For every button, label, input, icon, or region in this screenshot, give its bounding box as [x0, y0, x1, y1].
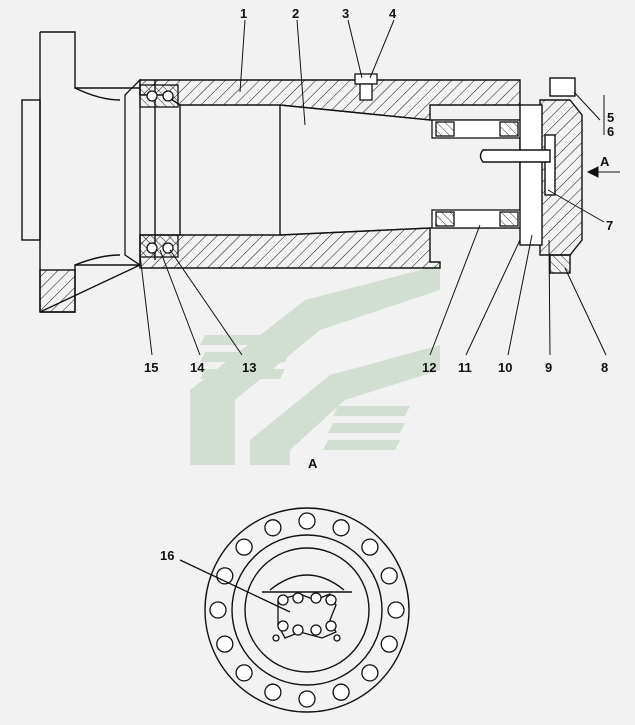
bolt-top	[354, 73, 378, 101]
callout-1: 1	[240, 6, 247, 21]
callout-2: 2	[292, 6, 299, 21]
callout-12: 12	[422, 360, 436, 375]
bolt-hole	[380, 567, 398, 585]
callout-5: 5	[607, 110, 614, 125]
left-flange	[21, 31, 141, 313]
leader-lines	[139, 19, 620, 356]
callout-9: 9	[545, 360, 552, 375]
view-a-bolt-holes	[209, 512, 405, 708]
callout-4: 4	[389, 6, 397, 21]
view-arrow-label: А	[600, 154, 610, 169]
callout-11: 11	[458, 360, 472, 375]
bolt-hole	[380, 635, 398, 653]
bolt-hole	[235, 538, 253, 556]
bolt-hole	[298, 512, 316, 530]
bolt-hole	[209, 601, 227, 619]
callout-labels: 1 2 3 4 5 6 7 8 9 10 11 12 13 14 15 16 А…	[144, 6, 614, 563]
bolt-hole	[298, 690, 316, 708]
bolt-hole	[235, 664, 253, 682]
callout-14: 14	[190, 360, 205, 375]
view-a-flange	[204, 507, 410, 713]
bolt-hole	[264, 519, 282, 537]
section-view-label: А	[308, 456, 318, 471]
callout-3: 3	[342, 6, 349, 21]
callout-10: 10	[498, 360, 512, 375]
bolt-hole	[332, 683, 350, 701]
bearing-right	[431, 119, 523, 229]
callout-13: 13	[242, 360, 256, 375]
bolt-hole	[332, 519, 350, 537]
callout-16: 16	[160, 548, 174, 563]
seal-left	[124, 78, 179, 267]
bolt-hole	[264, 683, 282, 701]
view-a-lock-plate	[179, 559, 341, 642]
callout-6: 6	[607, 124, 614, 139]
callout-15: 15	[144, 360, 158, 375]
bolt-hole	[361, 664, 379, 682]
watermark-logo	[190, 265, 440, 465]
end-cap	[479, 77, 583, 274]
main-housing	[139, 79, 521, 269]
bolt-hole	[361, 538, 379, 556]
bolt-hole	[387, 601, 405, 619]
callout-8: 8	[601, 360, 608, 375]
bolt-hole	[216, 635, 234, 653]
callout-7: 7	[606, 218, 613, 233]
